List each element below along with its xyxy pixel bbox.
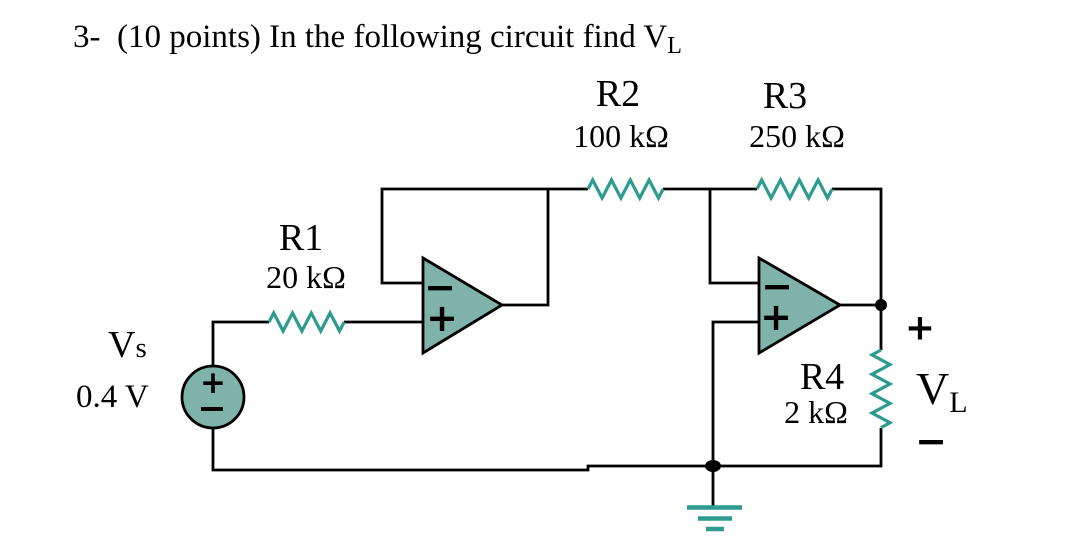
wire-bottom-rail — [211, 428, 883, 472]
value-r4: 2 kΩ — [784, 394, 848, 430]
resistor-r1-zigzag — [267, 309, 346, 335]
opamp1-triangle — [421, 255, 505, 356]
label-r1: R1 — [279, 217, 323, 259]
opamp1-noninverting-sign: + — [426, 296, 458, 340]
label-vs-sub: s — [135, 332, 146, 364]
node-ground-junction — [705, 460, 721, 472]
label-vs: Vs — [108, 324, 147, 366]
node-amp2-output — [875, 299, 887, 311]
opamp1-inverting-sign: − — [424, 265, 456, 309]
value-r3: 250 kΩ — [749, 118, 845, 154]
opamp2-noninverting-sign: + — [760, 295, 792, 339]
voltage-source-minus-sign: − — [197, 389, 226, 429]
wire-amp1-output-to-rail — [502, 189, 550, 307]
label-vl-sub: L — [949, 386, 967, 419]
value-r1: 20 kΩ — [266, 259, 346, 295]
value-r2: 100 kΩ — [573, 118, 669, 154]
label-vl: VL — [916, 363, 968, 419]
label-vs-main: V — [108, 324, 136, 366]
label-vl-main: V — [916, 363, 949, 414]
resistor-r4-zigzag — [868, 348, 894, 430]
voltage-source-plus-sign: + — [200, 365, 226, 401]
load-plus-sign: + — [905, 308, 935, 349]
problem-title-text: 3- (10 points) In the following circuit … — [73, 19, 667, 55]
ground-icon — [687, 505, 742, 532]
label-r3: R3 — [763, 75, 807, 117]
voltage-source-circle — [180, 364, 246, 430]
label-r2: R2 — [596, 73, 640, 115]
load-minus-sign: − — [915, 419, 947, 463]
value-vs: 0.4 V — [76, 379, 149, 415]
opamp2-triangle — [757, 255, 843, 356]
resistor-r2-zigzag — [586, 176, 665, 202]
problem-title: 3- (10 points) In the following circuit … — [73, 19, 682, 59]
label-r4: R4 — [800, 356, 844, 398]
problem-title-subscript: L — [667, 33, 682, 59]
wire-source-to-r1 — [211, 320, 269, 366]
wire-r3-to-output-node — [832, 187, 883, 305]
wire-amp2-noninverting-down — [711, 320, 759, 466]
opamp2-inverting-sign: − — [761, 264, 793, 308]
resistor-r3-zigzag — [755, 176, 834, 202]
wire-junction-to-amp2-inverting — [708, 189, 759, 285]
wire-feedback-amp1 — [380, 187, 588, 285]
